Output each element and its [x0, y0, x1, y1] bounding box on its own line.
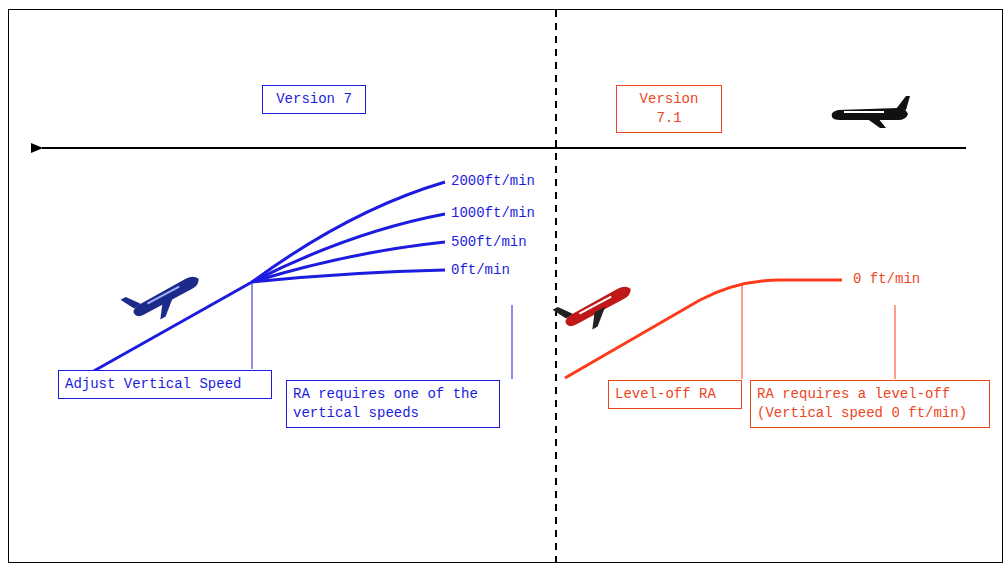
leader-line [895, 305, 896, 379]
version-box: Version 7 [262, 85, 366, 114]
windows [147, 286, 180, 305]
divider [555, 10, 557, 562]
level-off-path [565, 280, 842, 378]
wing [586, 307, 612, 330]
intruder-plane [832, 96, 910, 128]
own-plane-v7 [120, 263, 207, 332]
speed-label: 1000ft/min [450, 205, 536, 221]
leader-line [742, 284, 743, 379]
wing [866, 118, 886, 128]
version-box: Version 7.1 [616, 85, 722, 133]
box-text: Version 7 [269, 90, 359, 109]
speed-label: 0 ft/min [852, 271, 921, 287]
box-text: Adjust Vertical Speed [65, 375, 265, 394]
climb-path [252, 270, 445, 282]
climb-paths [92, 182, 445, 372]
climb-path [252, 182, 445, 282]
leader-line [252, 284, 253, 369]
speed-label: 500ft/min [450, 234, 528, 250]
windows [579, 296, 612, 315]
leader-line [512, 305, 513, 379]
box-text: RA requires one of the vertical speeds [293, 385, 493, 423]
box-text: RA requires a level-off (Vertical speed … [757, 385, 983, 423]
frame [9, 10, 1003, 563]
callout-box: Level-off RA [608, 380, 742, 409]
own-plane-v71 [552, 273, 639, 342]
callout-box: RA requires one of the vertical speeds [286, 380, 500, 428]
speed-label: 0ft/min [450, 262, 511, 278]
callout-box: Adjust Vertical Speed [58, 370, 272, 399]
box-text: Level-off RA [615, 385, 735, 404]
callout-box: RA requires a level-off (Vertical speed … [750, 380, 990, 428]
climb-path [252, 242, 445, 282]
wing [154, 297, 180, 320]
box-text: Version 7.1 [623, 90, 715, 128]
tail [552, 302, 573, 322]
tail [896, 96, 910, 110]
intruder-track [42, 147, 966, 149]
climb-path [252, 214, 445, 282]
speed-label: 2000ft/min [450, 173, 536, 189]
tail [120, 292, 141, 312]
windows [844, 111, 884, 113]
